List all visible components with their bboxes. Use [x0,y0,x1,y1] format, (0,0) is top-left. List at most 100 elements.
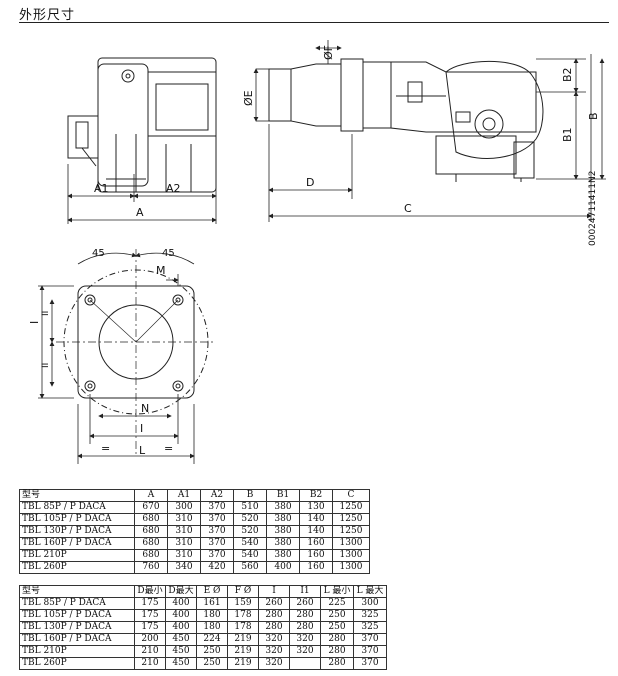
value-cell: 325 [353,609,387,622]
value-cell: 320 [258,633,290,646]
equal-mark-left: = [101,442,110,455]
dim-a: A [136,206,144,219]
angle-label-2: 45 [162,248,175,259]
value-cell: 760 [134,561,168,574]
front-view [268,58,544,182]
value-cell: 280 [320,645,354,658]
value-cell: 380 [266,537,300,550]
model-cell: TBL 160P / P DACA [19,537,135,550]
equal-mark-right: = [164,442,173,455]
value-cell: 370 [200,525,234,538]
value-cell: 250 [196,645,228,658]
model-cell: TBL 210P [19,549,135,562]
value-cell: 370 [200,513,234,526]
value-cell: 280 [289,609,321,622]
dim-b: B [587,112,600,120]
header-cell: I [258,585,290,598]
value-cell: 340 [167,561,201,574]
value-cell: 510 [233,501,267,514]
value-cell: 320 [289,645,321,658]
header-cell: I1 [289,585,321,598]
value-cell: 520 [233,513,267,526]
dim-m: M [156,264,166,277]
header-cell: A [134,489,168,502]
value-cell: 250 [320,621,354,634]
value-cell: 180 [196,621,228,634]
value-cell: 159 [227,597,259,610]
value-cell: 280 [320,633,354,646]
value-cell: 260 [289,597,321,610]
header-cell: D最小 [134,585,166,598]
dim-i-side: I [28,321,41,324]
value-cell: 680 [134,537,168,550]
model-cell: TBL 260P [19,657,135,670]
header-cell: F Ø [227,585,259,598]
value-cell: 210 [134,657,166,670]
dimension-table-2: 型号 D最小 D最大 E Ø F Ø I I1 L 最小 L 最大 TBL 85… [19,585,387,670]
angle-label-1: 45 [92,248,105,259]
value-cell: 325 [353,621,387,634]
value-cell: 250 [196,657,228,670]
value-cell: 224 [196,633,228,646]
value-cell: 400 [165,597,197,610]
model-cell: TBL 160P / P DACA [19,633,135,646]
value-cell: 1250 [332,513,370,526]
value-cell: 320 [258,645,290,658]
value-cell: 540 [233,549,267,562]
dim-n: N [141,402,149,415]
value-cell: 219 [227,645,259,658]
value-cell: 1300 [332,549,370,562]
value-cell: 310 [167,537,201,550]
value-cell: 225 [320,597,354,610]
value-cell: 210 [134,645,166,658]
value-cell: 1250 [332,525,370,538]
model-cell: TBL 105P / P DACA [19,609,135,622]
header-cell: E Ø [196,585,228,598]
dim-b1: B1 [561,127,574,142]
header-cell: B2 [299,489,333,502]
value-cell: 370 [200,501,234,514]
value-cell: 560 [233,561,267,574]
value-cell: 400 [165,621,197,634]
dim-a1: A1 [94,182,109,195]
dim-l: L [139,444,146,457]
flange-view [56,249,216,454]
value-cell [289,657,321,670]
header-cell: L 最小 [320,585,354,598]
model-cell: TBL 85P / P DACA [19,597,135,610]
dim-i1-upper: II [41,311,51,316]
value-cell: 320 [258,657,290,670]
value-cell: 160 [299,537,333,550]
value-cell: 219 [227,633,259,646]
value-cell: 380 [266,513,300,526]
value-cell: 140 [299,525,333,538]
value-cell: 380 [266,549,300,562]
value-cell: 161 [196,597,228,610]
title-rule [19,22,609,23]
value-cell: 180 [196,609,228,622]
value-cell: 140 [299,513,333,526]
table-header-row: 型号 A A1 A2 B B1 B2 C [19,489,370,502]
value-cell: 520 [233,525,267,538]
header-cell: A2 [200,489,234,502]
value-cell: 370 [353,645,387,658]
value-cell: 260 [258,597,290,610]
value-cell: 670 [134,501,168,514]
value-cell: 680 [134,525,168,538]
value-cell: 280 [258,621,290,634]
header-cell: 型号 [19,585,135,598]
header-cell: L 最大 [353,585,387,598]
value-cell: 160 [299,561,333,574]
value-cell: 400 [266,561,300,574]
value-cell: 250 [320,609,354,622]
value-cell: 370 [200,537,234,550]
value-cell: 310 [167,549,201,562]
